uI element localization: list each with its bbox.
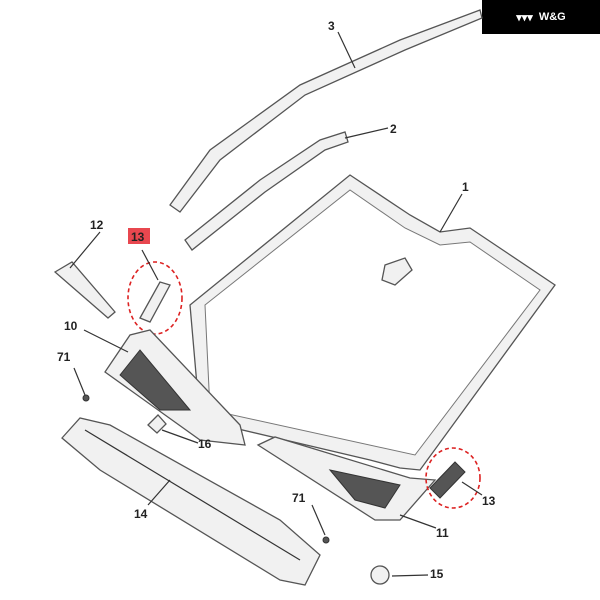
callout-71-right: 71 xyxy=(292,491,306,505)
callout-1: 1 xyxy=(462,180,469,194)
mirror-mount xyxy=(381,257,413,286)
part-13-left xyxy=(139,281,171,323)
logo-text: W&G xyxy=(538,11,566,23)
callout-13: 13 xyxy=(482,494,496,508)
callout-16: 16 xyxy=(198,437,212,451)
part-14-crossmember xyxy=(61,417,321,586)
cowl-right-opening xyxy=(328,469,401,509)
highlight-circle-right xyxy=(425,447,481,509)
logo-mark-icon: ▾▾▾ xyxy=(516,11,533,24)
part-16-clip xyxy=(147,414,167,434)
callout-13-highlight-box xyxy=(128,228,150,244)
callout-14: 14 xyxy=(134,507,148,521)
callout-71-left: 71 xyxy=(57,350,71,364)
brand-logo: ▾▾▾ W&G xyxy=(482,0,600,34)
part-3-roof-strip xyxy=(169,9,483,213)
callout-13-highlighted: 13 xyxy=(131,230,145,244)
part-15-grommet xyxy=(370,565,390,585)
callout-15: 15 xyxy=(430,567,444,581)
callout-11: 11 xyxy=(436,526,449,540)
part-2-header-bar xyxy=(184,131,349,251)
part-71-bolt-left xyxy=(82,394,90,402)
callout-3: 3 xyxy=(328,19,335,33)
callout-12: 12 xyxy=(90,218,104,232)
highlight-circle-left xyxy=(127,261,183,335)
cowl-left-opening xyxy=(119,349,192,411)
callout-2: 2 xyxy=(390,122,397,136)
part-12-trim xyxy=(53,261,116,319)
part-13-right xyxy=(429,461,466,499)
windshield-glass xyxy=(204,189,541,456)
part-71-bolt-right xyxy=(322,536,330,544)
callout-10: 10 xyxy=(64,319,78,333)
